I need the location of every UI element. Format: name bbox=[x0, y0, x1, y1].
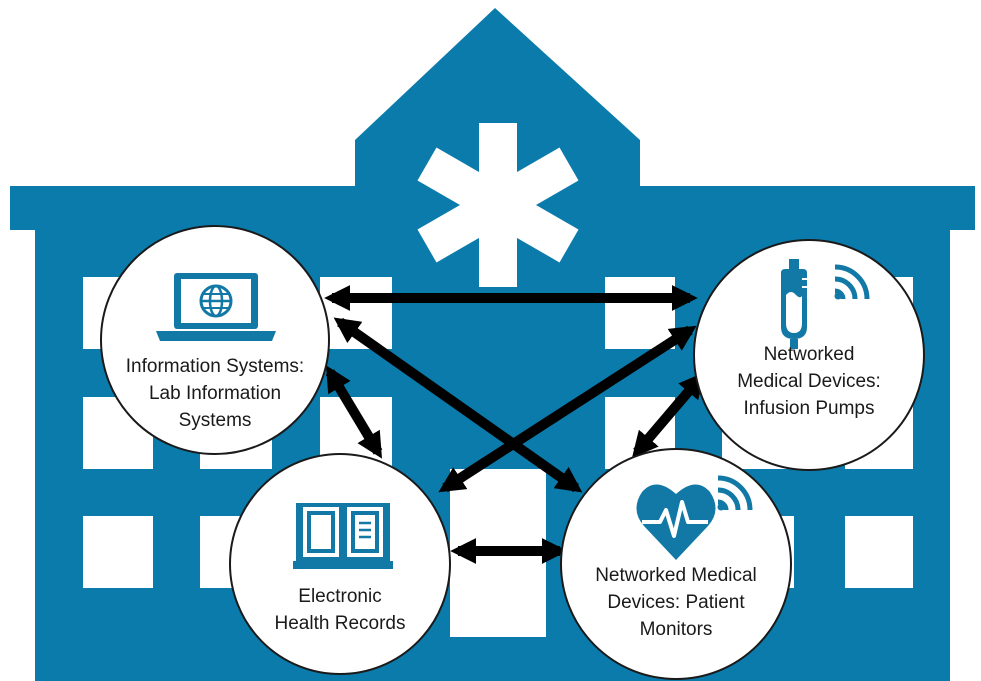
label-line: Medical Devices: bbox=[737, 371, 881, 392]
node-label: Information Systems: Lab Information Sys… bbox=[102, 353, 328, 434]
node-infusion-pumps: Networked Medical Devices: Infusion Pump… bbox=[693, 239, 925, 471]
node-label: Networked Medical Devices: Infusion Pump… bbox=[695, 341, 923, 422]
label-line: Electronic bbox=[298, 586, 382, 607]
window bbox=[83, 516, 153, 588]
window bbox=[845, 516, 913, 588]
label-line: Information Systems: bbox=[125, 356, 305, 377]
label-line: Networked bbox=[763, 344, 855, 365]
label-line: Systems bbox=[178, 410, 252, 431]
label-line: Lab Information bbox=[148, 383, 282, 404]
node-label: Networked Medical Devices: Patient Monit… bbox=[562, 562, 790, 643]
arrow-infusion-ehr bbox=[438, 325, 697, 493]
node-label: Electronic Health Records bbox=[231, 583, 449, 637]
heart-pulse-wireless-icon bbox=[636, 475, 753, 560]
open-book-icon bbox=[293, 503, 393, 569]
node-electronic-health-records: Electronic Health Records bbox=[229, 453, 451, 675]
label-line: Devices: Patient bbox=[607, 592, 745, 613]
arrow-infusion-monitor bbox=[631, 372, 706, 458]
star-of-life-icon bbox=[417, 123, 579, 287]
node-patient-monitors: Networked Medical Devices: Patient Monit… bbox=[560, 448, 792, 680]
laptop-globe-icon bbox=[156, 273, 276, 341]
label-line: Health Records bbox=[274, 613, 406, 634]
label-line: Infusion Pumps bbox=[743, 398, 875, 419]
arrow-lab-ehr bbox=[325, 365, 383, 459]
label-line: Monitors bbox=[639, 619, 713, 640]
iv-bag-wireless-icon bbox=[781, 259, 870, 349]
node-lab-information-systems: Information Systems: Lab Information Sys… bbox=[100, 225, 330, 455]
label-line: Networked Medical bbox=[595, 565, 757, 586]
